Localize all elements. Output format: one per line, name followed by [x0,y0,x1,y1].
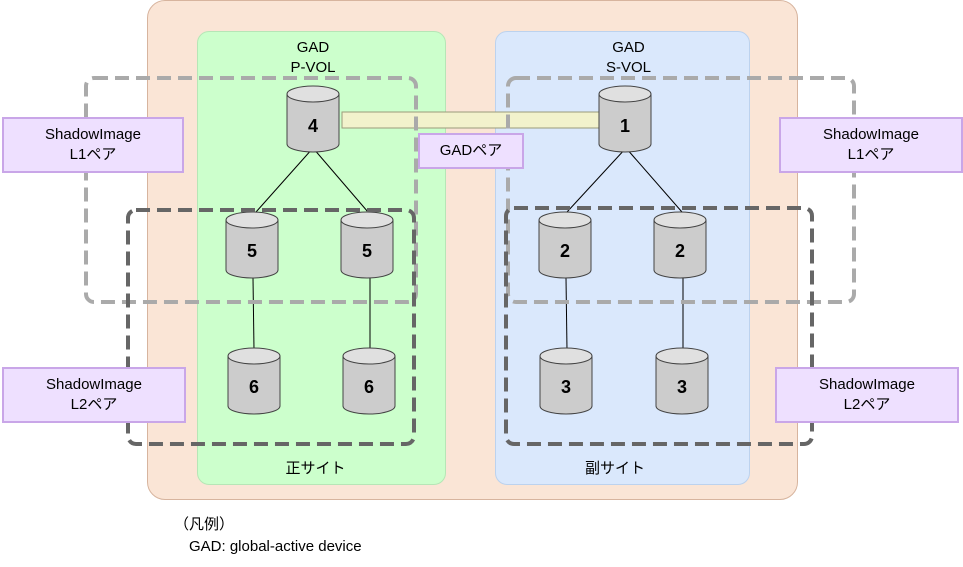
volume-number-p-l2-a: 6 [249,377,259,397]
secondary-site-title: GAD S-VOL [605,39,651,76]
left-l2-pair-label: ShadowImage L2ペア [2,367,186,423]
right-l1-pair-label: ShadowImage L1ペア [779,117,963,173]
pair-connectors [252,147,684,351]
left-l1-group-outline [84,76,418,304]
volume-number-p-l1-b: 5 [362,241,372,261]
legend-item: GAD: global-active device [189,538,362,555]
volume-number-s-l1-a: 2 [560,241,570,261]
primary-site-title: GAD P-VOL [290,39,336,76]
volume-number-p-l1-a: 5 [247,241,257,261]
left-l1-pair-label: ShadowImage L1ペア [2,117,184,173]
gad-pair-label: GADペア [418,133,524,169]
volume-number-p-l2-b: 6 [364,377,374,397]
volume-number-s-l2-b: 3 [677,377,687,397]
right-l2-group-outline [504,206,814,446]
volume-number-s-l2-a: 3 [561,377,571,397]
volume-number-s-root: 1 [620,116,630,136]
left-l2-group-outline [126,208,416,446]
volume-number-p-root: 4 [308,116,318,136]
right-l2-pair-label: ShadowImage L2ペア [775,367,959,423]
right-l1-group-outline [506,76,856,304]
gad-pair-link [341,111,601,129]
secondary-site-label: 副サイト [584,460,645,477]
legend-heading: （凡例） [174,516,235,533]
primary-site-label: 正サイト [285,460,346,477]
volume-number-s-l1-b: 2 [675,241,685,261]
